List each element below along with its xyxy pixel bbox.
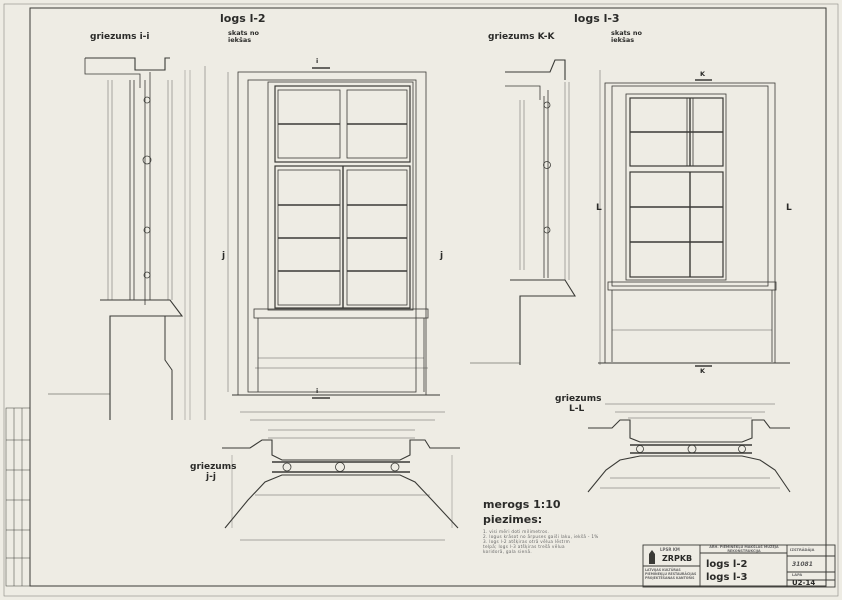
window-l2-elevation bbox=[227, 67, 440, 399]
sheet-number: U2-14 bbox=[792, 579, 816, 587]
cut-mark-l-left: L bbox=[596, 203, 602, 213]
project-name: ARH. PIEMINEKĻU MĀKSLAS MUZEJA REKONSTRU… bbox=[709, 545, 779, 553]
cut-mark-j-left: j bbox=[222, 251, 226, 261]
cut-mark-k-bottom: K bbox=[700, 367, 706, 375]
note-item: telpā; logs l-3 atšķiras trešā vēlua bbox=[483, 544, 565, 549]
org-top: LPSR KM bbox=[660, 547, 680, 552]
cut-mark-k-top: K bbox=[700, 70, 706, 78]
notes-list: 1. visi mēri doti milimetros. 2. logus k… bbox=[483, 529, 599, 554]
window-l3-elevation bbox=[598, 79, 790, 367]
drawing-frame bbox=[29, 7, 827, 587]
stage-label: IZSTRĀDĀJA bbox=[790, 548, 815, 552]
side-stamp-strip bbox=[5, 407, 31, 587]
label-section-l-l-letters: L-L bbox=[569, 403, 585, 414]
section-l-l-plan bbox=[587, 403, 791, 493]
label-section-i-i: griezums i-i bbox=[90, 32, 150, 42]
label-view-l2-line2: iekšas bbox=[228, 36, 252, 44]
notes-heading: piezimes: bbox=[483, 513, 543, 526]
note-item: 2. logus krāsot no ārpuses gaiši laku, i… bbox=[483, 534, 599, 539]
org-name: ZRPKB bbox=[662, 554, 693, 563]
sheet-border bbox=[3, 3, 839, 597]
label-section-j-j-word: griezums bbox=[190, 462, 237, 472]
label-section-k-k: griezums K-K bbox=[488, 32, 555, 42]
note-item: 1. visi mēri doti milimetros. bbox=[483, 529, 550, 534]
cut-mark-j-right: j bbox=[440, 251, 444, 261]
note-item: 3. logs l-2 atšķiras otrā vēlua lēstrm bbox=[483, 539, 570, 544]
drawing-title-2: logs l-3 bbox=[706, 572, 748, 583]
cut-mark-i-bottom: i bbox=[316, 387, 319, 395]
drawing-title-1: logs l-2 bbox=[706, 559, 748, 570]
label-section-l-l-word: griezums bbox=[555, 394, 602, 404]
title-logs-l3: logs l-3 bbox=[574, 12, 620, 25]
cut-mark-l-right: L bbox=[786, 203, 792, 213]
section-k-k bbox=[470, 59, 601, 365]
org-subtitle: LATVIJAS KULTŪRAS PIEMINEKĻU RESTAURĀCIJ… bbox=[645, 568, 697, 580]
title-logs-l2: logs l-2 bbox=[220, 12, 266, 25]
label-view-l3-line2: iekšas bbox=[611, 36, 635, 44]
drawing-code: 31081 bbox=[792, 561, 813, 568]
title-block-frame bbox=[642, 544, 836, 588]
label-section-j-j-letters: j-j bbox=[206, 471, 216, 482]
sheet-label: LAPA bbox=[792, 573, 803, 577]
org-logo-icon bbox=[649, 550, 655, 564]
section-i-i bbox=[48, 57, 206, 420]
section-j-j-plan bbox=[222, 411, 460, 541]
label-view-l2-line1: skats no bbox=[228, 29, 259, 37]
scale-label: merogs 1:10 bbox=[483, 498, 561, 511]
cut-mark-i-top: i bbox=[316, 57, 319, 65]
label-view-l3-line1: skats no bbox=[611, 29, 642, 37]
note-item: koridorā, gala sienā. bbox=[483, 549, 532, 554]
